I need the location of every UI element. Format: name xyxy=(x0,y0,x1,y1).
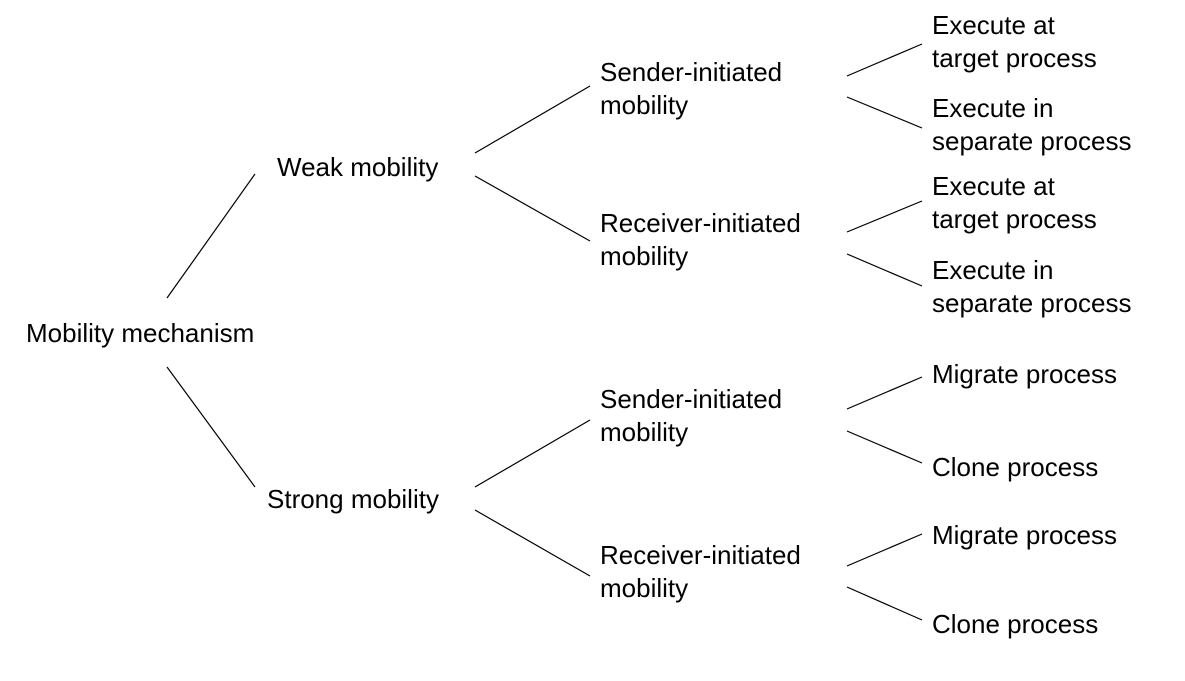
connector-root-weak xyxy=(166,173,256,299)
node-label-line: mobility xyxy=(600,241,688,271)
node-label-line: Execute at xyxy=(932,171,1056,201)
connector-weak-receiver xyxy=(474,175,591,242)
node-label-line: Clone process xyxy=(932,609,1098,639)
node-migrate-process-1: Migrate process xyxy=(932,359,1117,389)
node-strong-receiver-initiated: Receiver-initiated mobility xyxy=(600,540,808,603)
node-label-line: Sender-initiated xyxy=(600,57,782,87)
node-label-line: Strong mobility xyxy=(267,484,439,514)
node-strong-mobility: Strong mobility xyxy=(267,484,439,514)
node-label-line: separate process xyxy=(932,288,1131,318)
node-weak-mobility: Weak mobility xyxy=(277,152,438,182)
connector-strong-sender-migrate xyxy=(846,376,923,410)
connector-strong-receiver xyxy=(474,509,591,577)
node-strong-sender-initiated: Sender-initiated mobility xyxy=(600,384,789,447)
node-label-line: Sender-initiated xyxy=(600,384,782,414)
connector-strong-sender xyxy=(474,419,591,488)
connector-weak-receiver-execute-target xyxy=(846,200,923,233)
node-label-line: Weak mobility xyxy=(277,152,438,182)
node-execute-at-target-2: Execute at target process xyxy=(932,171,1097,234)
node-weak-sender-initiated: Sender-initiated mobility xyxy=(600,57,789,120)
node-root: Mobility mechanism xyxy=(26,318,254,348)
connector-weak-sender-execute-target xyxy=(846,43,923,77)
connector-strong-receiver-clone xyxy=(846,586,923,621)
node-migrate-process-2: Migrate process xyxy=(932,520,1117,550)
connector-strong-sender-clone xyxy=(846,430,923,464)
node-execute-in-separate-1: Execute in separate process xyxy=(932,93,1131,156)
node-label-line: Clone process xyxy=(932,452,1098,482)
node-execute-in-separate-2: Execute in separate process xyxy=(932,255,1131,318)
connector-weak-receiver-execute-separate xyxy=(846,253,923,287)
node-label-line: Execute in xyxy=(932,255,1053,285)
connector-weak-sender xyxy=(474,85,591,154)
node-clone-process-1: Clone process xyxy=(932,452,1098,482)
node-execute-at-target-1: Execute at target process xyxy=(932,10,1097,73)
node-label-line: target process xyxy=(932,43,1097,73)
node-label-line: Execute at xyxy=(932,10,1056,40)
node-label-line: Migrate process xyxy=(932,520,1117,550)
node-weak-receiver-initiated: Receiver-initiated mobility xyxy=(600,208,808,271)
node-label-line: Receiver-initiated xyxy=(600,208,801,238)
connector-root-strong xyxy=(166,366,256,488)
node-label-line: Execute in xyxy=(932,93,1053,123)
connector-weak-sender-execute-separate xyxy=(846,96,923,129)
node-clone-process-2: Clone process xyxy=(932,609,1098,639)
connector-strong-receiver-migrate xyxy=(846,533,923,567)
node-label-line: mobility xyxy=(600,417,688,447)
node-label-line: mobility xyxy=(600,573,688,603)
node-label-line: target process xyxy=(932,204,1097,234)
node-label-line: mobility xyxy=(600,90,688,120)
node-label-line: separate process xyxy=(932,126,1131,156)
node-label-line: Migrate process xyxy=(932,359,1117,389)
node-label-line: Receiver-initiated xyxy=(600,540,801,570)
node-label-line: Mobility mechanism xyxy=(26,318,254,348)
